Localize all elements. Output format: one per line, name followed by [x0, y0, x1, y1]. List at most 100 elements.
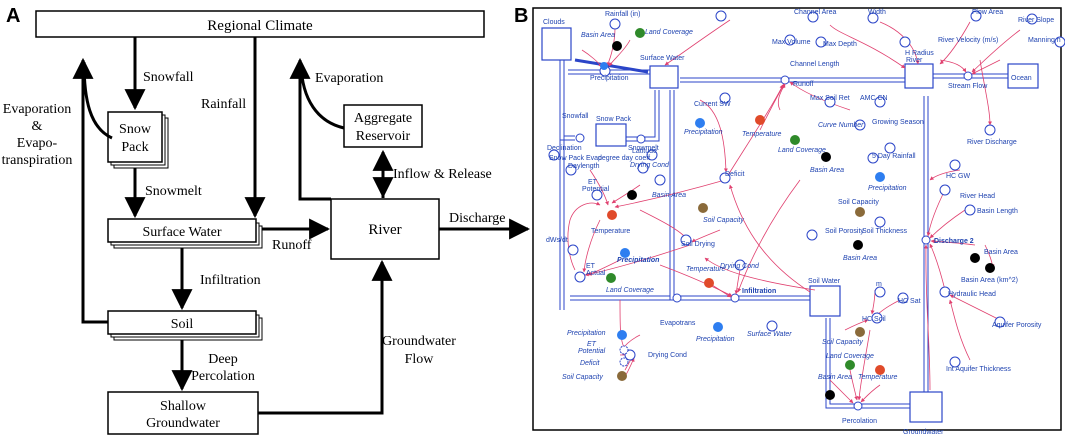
shallow-groundwater-label-2: Groundwater: [146, 416, 220, 431]
valve-infiltration: [730, 293, 740, 303]
label-stream-flow: Stream Flow: [948, 83, 988, 90]
label-river: River: [906, 57, 923, 64]
label-land-coverage-1: Land Coverage: [645, 29, 693, 36]
stock-surface-water: [649, 65, 679, 89]
label-soil-capacity-1: Soil Capacity: [703, 217, 744, 224]
label-drying-cond-1: Drying Cond: [630, 162, 670, 169]
label-basin-length: Basin Length: [977, 208, 1018, 215]
shallow-groundwater-label-1: Shallow: [160, 399, 207, 414]
label-h-radius: H Radius: [905, 50, 934, 57]
label-width: Width: [868, 9, 886, 16]
evapotranspiration-arrow: [72, 57, 108, 324]
label-rainfall-in: Rainfall (in): [605, 11, 640, 18]
label-river-velocity: River Velocity (m/s): [938, 37, 998, 44]
evapotranspiration-label-2: &: [32, 119, 43, 134]
label-evapotrans: Evapotrans: [660, 320, 696, 327]
stock-soil-water: [809, 285, 841, 317]
label-snowmelt: Snowmelt: [628, 145, 659, 152]
label-land-coverage-3: Land Coverage: [606, 287, 654, 294]
pipe-percolation: [825, 318, 910, 409]
rainfall-label: Rainfall: [201, 97, 246, 112]
groundwater-flow-label-2: Flow: [405, 352, 435, 367]
panel-a-label: A: [6, 5, 20, 27]
valve-discharge-2: [921, 235, 931, 245]
deep-percolation-label-1: Deep: [208, 352, 238, 367]
label-temperature-3: Temperature: [686, 266, 726, 273]
panel-b-label: B: [514, 5, 528, 27]
label-basin-area-3: Basin Area: [652, 192, 686, 199]
evapotranspiration-label-4: transpiration: [2, 153, 73, 168]
label-deficit: Deficit: [725, 171, 745, 178]
label-five-day-rainfall: 5 Day Rainfall: [872, 153, 916, 160]
panel-a-arrows: [72, 37, 531, 415]
river-label: River: [368, 222, 401, 238]
valve-stream-flow: [963, 71, 973, 81]
label-snow-pack-evap: Snow Pack Evap: [549, 155, 602, 162]
label-latitude: Latitude: [632, 148, 657, 155]
evapotranspiration-label-3: Evapo-: [17, 136, 58, 151]
evaporation-arrow: [289, 57, 331, 201]
label-et-potential-1: ET: [588, 179, 598, 186]
label-dc-deficit: Deficit: [580, 360, 601, 367]
label-precipitation-flow: Precipitation: [590, 75, 629, 82]
label-hc-soil: HC Soil: [862, 316, 886, 323]
label-current-sw: Current SW: [694, 101, 731, 108]
label-flow-area: Flow Area: [972, 9, 1003, 16]
pipe-snowfall: [559, 100, 575, 141]
label-dws-dt: dWs/dt: [546, 237, 568, 244]
stock-clouds: [541, 27, 572, 61]
label-manning-n: Manning n: [1028, 37, 1061, 44]
deep-percolation-label-2: Percolation: [191, 369, 255, 384]
label-soil-thickness: Soil Thickness: [862, 228, 908, 235]
groundwater-flow-label-1: Groundwater: [382, 334, 456, 349]
aggregate-reservoir-label-1: Aggregate: [354, 111, 412, 126]
river-box: River: [330, 198, 440, 260]
label-et-potential-2: Potential: [582, 186, 610, 193]
label-curve-number: Curve Number: [818, 122, 864, 129]
stock-river: [904, 63, 934, 89]
label-dc-drying-cond: Drying Cond: [648, 352, 687, 359]
label-percolation: Percolation: [842, 418, 877, 425]
evapotranspiration-label-1: Evaporation: [3, 102, 71, 117]
label-int-aquifer-thickness: Int Aquifer Thickness: [946, 366, 1011, 373]
label-temperature-2: Temperature: [591, 228, 630, 235]
label-clouds: Clouds: [543, 19, 565, 26]
snow-evap-curve: [82, 61, 113, 140]
label-river-slope: River Slope: [1018, 17, 1054, 24]
label-land-coverage-2: Land Coverage: [778, 147, 826, 154]
label-basin-area-2: Basin Area: [810, 167, 844, 174]
label-et-actual-1: ET: [586, 263, 596, 270]
regional-climate-label: Regional Climate: [207, 18, 313, 34]
label-daylength: Daylength: [568, 163, 600, 170]
snowfall-label: Snowfall: [143, 70, 194, 85]
soil-box: Soil: [107, 310, 263, 341]
label-basin-area-6: Basin Area: [984, 249, 1018, 256]
reservoir-evap-curve: [299, 63, 345, 130]
snowmelt-label: Snowmelt: [145, 184, 202, 199]
snow-pack-box: Snow Pack: [107, 111, 169, 169]
infiltration-label: Infiltration: [200, 273, 261, 288]
label-snow-pack: Snow Pack: [596, 116, 632, 123]
label-temperature-1: Temperature: [742, 131, 782, 138]
label-hc-sat: HC Sat: [898, 298, 921, 305]
label-land-coverage-4: Land Coverage: [826, 353, 874, 360]
label-precipitation-3: Precipitation: [868, 185, 907, 192]
inflow-release-label: Inflow & Release: [393, 167, 492, 182]
label-infiltration: Infiltration: [742, 288, 776, 295]
valve-runoff: [780, 75, 790, 85]
label-soil-water: Soil Water: [808, 278, 841, 285]
label-dc-et-potential-2: Potential: [578, 348, 606, 355]
label-et-actual-2: Actual: [586, 270, 606, 277]
label-dc-et-potential-1: ET: [587, 341, 597, 348]
pipe-gw-river: [923, 96, 929, 405]
surface-water-label: Surface Water: [142, 225, 221, 240]
panel-b-labels: Clouds Surface Water Snow Pack River Oce…: [543, 9, 1061, 436]
snow-pack-label-2: Pack: [121, 140, 148, 155]
label-precipitation-5: Precipitation: [696, 336, 735, 343]
pipe-snowmelt: [625, 90, 660, 142]
label-hc-gw: HC GW: [946, 173, 971, 180]
valve-evapotrans: [672, 293, 682, 303]
pipe-clouds-down: [559, 50, 565, 310]
label-declination: Declination: [547, 145, 582, 152]
label-precipitation-4: Precipitation: [617, 257, 659, 264]
